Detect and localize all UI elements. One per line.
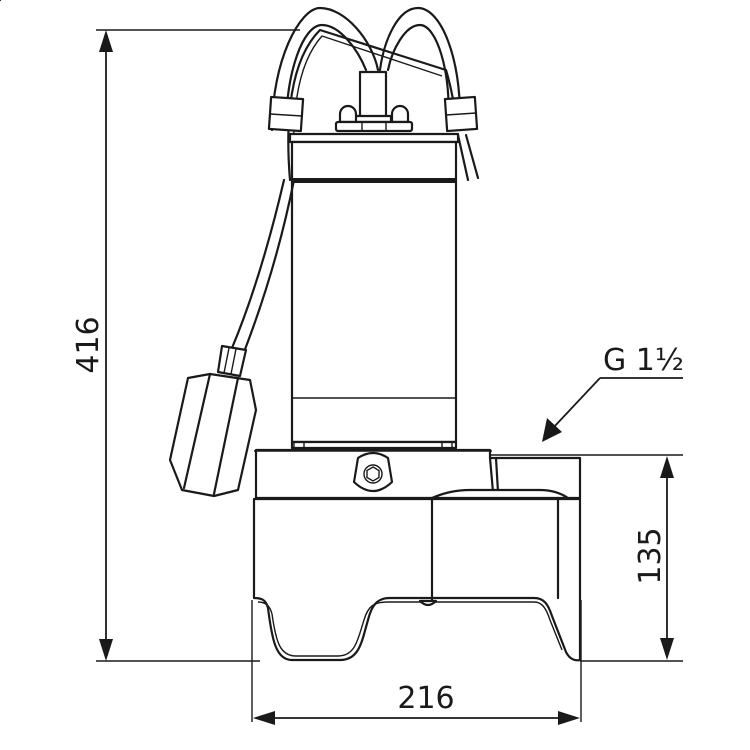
outlet-thread-annotation: G 1½ — [542, 343, 684, 442]
bolt-left-icon — [338, 104, 358, 124]
leader-line — [552, 377, 601, 429]
motor-housing — [288, 132, 460, 450]
dimension-overall-height: 416 — [71, 29, 300, 662]
dimension-label-135: 135 — [633, 527, 668, 584]
leader-arrow-icon — [542, 418, 562, 442]
arrow-up-icon — [99, 30, 113, 52]
arrow-up-icon — [660, 456, 674, 478]
dimension-base-width: 216 — [251, 600, 582, 725]
outlet-thread-label: G 1½ — [603, 343, 684, 378]
dimension-label-216: 216 — [397, 681, 454, 716]
hex-bolt-icon — [366, 466, 380, 482]
drain-plug — [352, 451, 394, 493]
dimension-label-416: 416 — [71, 316, 106, 373]
cable-gland — [334, 70, 414, 133]
cable-clamp-left — [267, 95, 305, 133]
bolt-right-icon — [390, 104, 410, 124]
float-body — [168, 372, 258, 498]
pump-base — [252, 448, 582, 662]
dimension-base-height: 135 — [490, 454, 683, 662]
arrow-left-icon — [253, 711, 275, 725]
arrow-down-icon — [99, 639, 113, 661]
arrow-right-icon — [558, 711, 580, 725]
arrow-down-icon — [660, 638, 674, 660]
float-switch — [0, 0, 296, 498]
